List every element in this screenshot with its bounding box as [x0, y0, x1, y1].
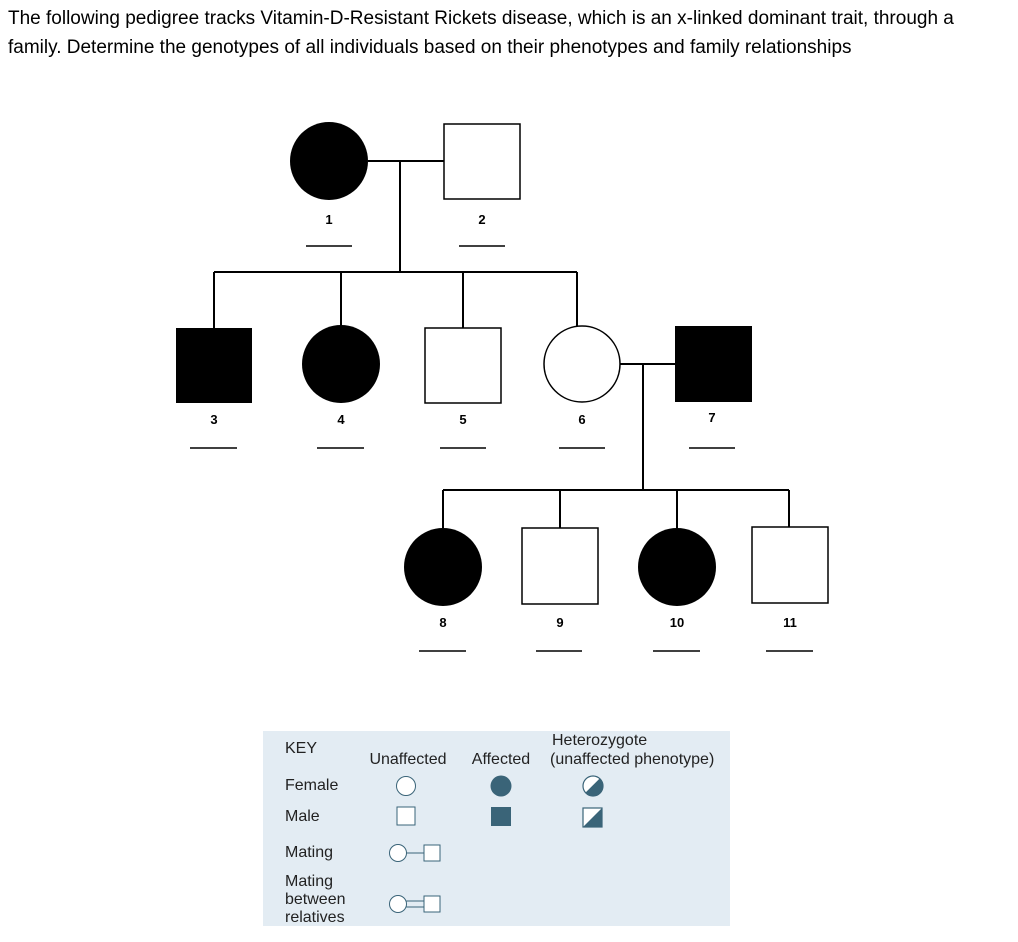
key-heterozygote-female-symbol — [582, 775, 604, 797]
individual-number: 2 — [478, 212, 485, 227]
key-row-mating-relatives-3: relatives — [285, 909, 345, 926]
individual-number: 11 — [783, 615, 797, 630]
key-col-heterozygote: Heterozygote — [552, 732, 647, 749]
key-row-mating: Mating — [285, 844, 333, 861]
key-panel: KEY Unaffected Affected Heterozygote (un… — [263, 731, 730, 926]
individual-number: 1 — [325, 212, 332, 227]
individual-number: 4 — [337, 412, 345, 427]
key-consanguineous-mating-symbol — [389, 895, 441, 913]
key-col-affected: Affected — [472, 751, 530, 768]
individual-5: 5 — [424, 327, 502, 449]
individual-number: 10 — [670, 615, 684, 630]
individual-number: 5 — [459, 412, 466, 427]
unaffected-male-symbol — [521, 527, 599, 605]
connector-lines — [213, 160, 790, 528]
affected-male-symbol — [176, 328, 252, 403]
affected-female-symbol — [404, 528, 482, 606]
individual-11: 11 — [751, 526, 829, 652]
key-row-male: Male — [285, 808, 320, 825]
individual-10: 10 — [638, 528, 716, 652]
key-row-mating-relatives: Mating — [285, 873, 333, 890]
key-background — [263, 731, 730, 926]
affected-male-symbol — [675, 326, 752, 402]
key-row-mating-relatives-2: between — [285, 891, 346, 908]
key-title: KEY — [285, 740, 317, 757]
individual-number: 6 — [578, 412, 585, 427]
key-col-unaffected: Unaffected — [369, 751, 446, 768]
unaffected-female-symbol — [543, 325, 621, 403]
individual-6: 6 — [543, 325, 621, 449]
individual-number: 9 — [556, 615, 563, 630]
unaffected-male-symbol — [443, 123, 521, 200]
individual-4: 4 — [302, 325, 380, 449]
individual-number: 3 — [210, 412, 217, 427]
question-text: The following pedigree tracks Vitamin-D-… — [8, 8, 954, 58]
individual-8: 8 — [404, 528, 482, 652]
unaffected-male-symbol — [751, 526, 829, 604]
individual-3: 3 — [176, 328, 252, 449]
key-unaffected-female-symbol — [396, 776, 416, 796]
individual-2: 2 — [443, 123, 521, 247]
individual-7: 7 — [675, 326, 752, 449]
individual-number: 7 — [708, 410, 715, 425]
affected-female-symbol — [290, 122, 368, 200]
key-affected-male-symbol — [491, 807, 511, 826]
affected-female-symbol — [638, 528, 716, 606]
key-affected-female-symbol — [490, 775, 512, 797]
individual-1: 1 — [290, 122, 368, 247]
key-unaffected-male-symbol — [396, 806, 416, 826]
individual-9: 9 — [521, 527, 599, 652]
individual-number: 8 — [439, 615, 446, 630]
key-col-heterozygote-note: (unaffected phenotype) — [550, 751, 714, 768]
unaffected-male-symbol — [424, 327, 502, 404]
key-heterozygote-male-symbol — [582, 807, 603, 828]
key-row-female: Female — [285, 777, 338, 794]
key-mating-symbol — [389, 844, 441, 862]
affected-female-symbol — [302, 325, 380, 403]
